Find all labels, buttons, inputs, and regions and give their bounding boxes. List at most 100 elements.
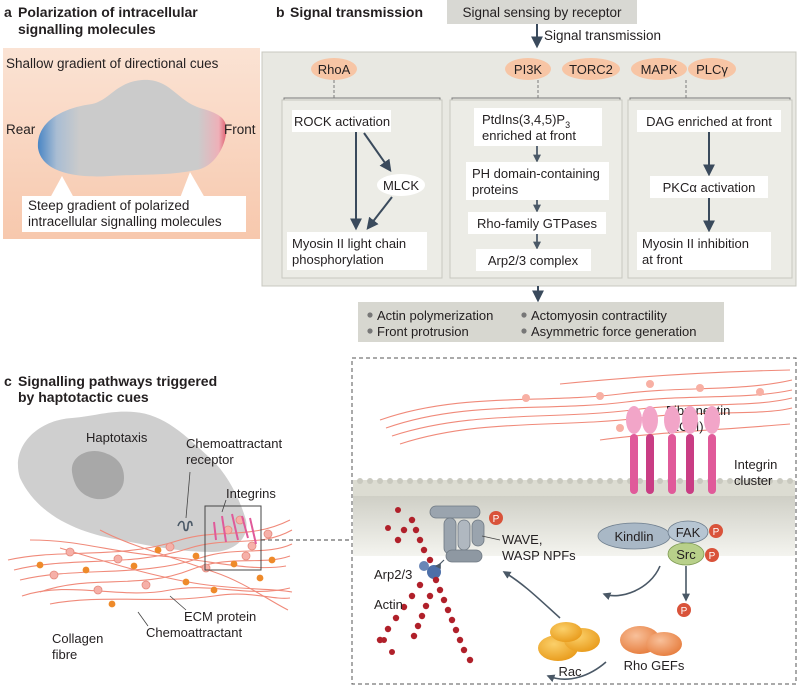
ptdins-line2: enriched at front [482, 128, 576, 143]
myosin-box [287, 232, 427, 270]
panel-b: b Signal transmission Signal sensing by … [261, 0, 797, 342]
dag-box [637, 110, 781, 132]
fak-phospho [709, 524, 723, 538]
panel-c-letter: c [4, 373, 12, 389]
outcome-bullet-4 [521, 328, 527, 334]
integrins-label: Integrins [226, 486, 276, 501]
inhibition-line1: Myosin II inhibition [642, 236, 749, 251]
integrin-cluster-line2: cluster [734, 473, 773, 488]
inhibition-box [637, 232, 771, 270]
rho-label: Rho-family GTPases [477, 216, 597, 231]
ecm-leader [169, 595, 187, 611]
integrin-cluster-small [213, 513, 257, 545]
chemo-receptor-line1: Chemoattractant [186, 436, 282, 451]
chemoattractant-markers [36, 546, 276, 608]
ph-line1: PH domain-containing [472, 166, 600, 181]
panel-c-title-line1: Signalling pathways triggered [18, 373, 217, 389]
pill-mapk-label: MAPK [641, 62, 678, 77]
signal-sensing-label: Signal sensing by receptor [462, 5, 622, 20]
haptotaxis-cell [17, 411, 247, 552]
pill-pi3k-label: PI3K [514, 62, 543, 77]
fak-label: FAK [676, 525, 701, 540]
rho-box [468, 212, 606, 234]
collagen-line2: fibre [52, 647, 77, 662]
src-to-rac-arrow [602, 565, 661, 600]
wave-line1: WAVE, [502, 532, 542, 547]
panel-a-subtitle: Shallow gradient of directional cues [6, 56, 219, 71]
pill-pi3k [505, 58, 551, 80]
outcome-box [358, 302, 724, 342]
gef-to-rac-arrow [546, 661, 607, 683]
ph-box [466, 162, 609, 200]
wave-phospho-label: P [493, 514, 500, 525]
panel-a-title-line1: Polarization of intracellular [18, 4, 198, 20]
src-shape [667, 542, 705, 566]
integrins-leader [221, 499, 227, 513]
myosin-line1: Myosin II light chain [292, 236, 406, 251]
dag-label: DAG enriched at front [646, 114, 772, 129]
src-phospho-label: P [709, 551, 716, 562]
arp-label: Arp2/3 complex [488, 253, 579, 268]
mlck-node [377, 174, 425, 196]
pill-plcg-label: PLCγ [696, 62, 728, 77]
collagen-fibres [7, 519, 293, 611]
inhibition-line2: at front [642, 252, 683, 267]
arp23-shape [427, 565, 441, 579]
cytoplasm-shade [353, 496, 795, 556]
actin-filaments [376, 516, 474, 664]
rho-gefs-label: Rho GEFs [624, 658, 685, 673]
pill-plcg [688, 58, 736, 80]
callout-pointer-right [180, 172, 205, 198]
ecm-protein-label: ECM protein [184, 609, 256, 624]
outcome-bullet-1 [367, 312, 373, 318]
wave-phospho [489, 511, 503, 525]
rock-to-mlck-arrow [363, 132, 392, 172]
integrins-large [626, 406, 720, 494]
wave-line2: WASP NPFs [502, 548, 576, 563]
panel-c: c Signalling pathways triggered by hapto… [4, 357, 797, 685]
gef-phospho-label: P [681, 606, 688, 617]
nucleus [71, 450, 124, 500]
rock-box [292, 110, 391, 132]
pkc-box [650, 176, 768, 198]
signal-sensing-box [447, 0, 637, 24]
panel-b-letter: b [276, 4, 285, 20]
gef-phospho [677, 603, 691, 617]
fak-phospho-label: P [713, 527, 720, 538]
callout-line1: Steep gradient of polarized [28, 198, 189, 213]
callout-box [22, 196, 246, 232]
wave-to-arp-arrow [434, 559, 445, 569]
free-actin-monomers [381, 507, 401, 655]
pill-torc2 [562, 58, 620, 80]
panel-b-title: Signal transmission [290, 4, 423, 20]
pill-mapk [631, 58, 687, 80]
wave-leader [481, 535, 501, 541]
pill-rhoa [311, 58, 357, 80]
rho-gef-complex [620, 626, 682, 656]
cell-body [37, 79, 227, 177]
callout-pointer-left [50, 176, 74, 198]
pill-torc2-label: TORC2 [569, 62, 613, 77]
outcome-4: Asymmetric force generation [531, 324, 696, 339]
arp-box [476, 249, 591, 271]
rear-label: Rear [6, 122, 36, 137]
src-label: Src [676, 547, 696, 562]
ptdins-line1: PtdIns(3,4,5)P3 [482, 112, 570, 130]
callout-line2: intracellular signalling molecules [28, 214, 222, 229]
signal-transmission-label: Signal transmission [544, 28, 661, 43]
myosin-line2: phosphorylation [292, 252, 384, 267]
kindlin-label: Kindlin [614, 529, 653, 544]
haptotaxis-label: Haptotaxis [86, 430, 148, 445]
mlck-to-myosin-arrow [366, 196, 393, 230]
rock-label: ROCK activation [294, 114, 390, 129]
outcome-1: Actin polymerization [377, 308, 493, 323]
panel-a: a Polarization of intracellular signalli… [3, 4, 260, 239]
rac-label: Rac [558, 664, 582, 679]
receptor-squiggle [177, 520, 193, 532]
collagen-line1: Collagen [52, 631, 103, 646]
arp23-subunit [419, 561, 429, 571]
outcome-3: Actomyosin contractility [531, 308, 667, 323]
outcome-bullet-3 [521, 312, 527, 318]
mlck-label: MLCK [383, 178, 419, 193]
